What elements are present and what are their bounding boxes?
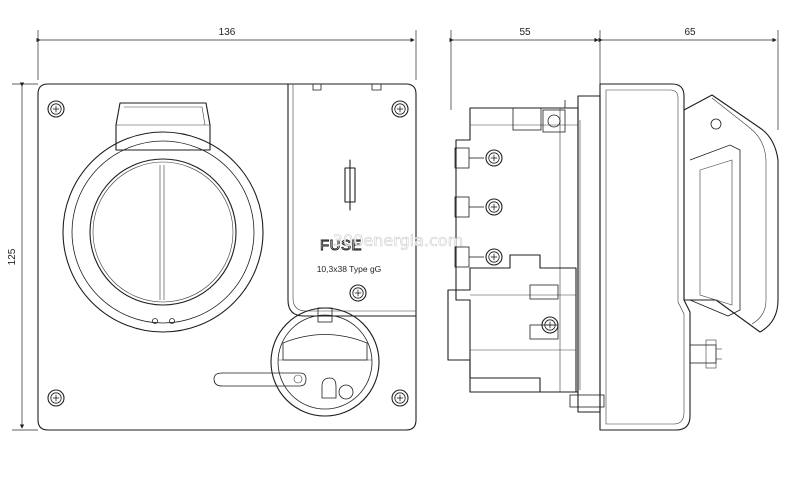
terminal-block-lower — [454, 246, 503, 268]
front-housing-outline — [37, 83, 417, 431]
screw-icon — [47, 100, 65, 118]
watermark-logo: 300energia.com — [333, 231, 463, 250]
dimension-label-depth-rear: 55 — [519, 27, 531, 38]
lever-slot — [213, 372, 307, 387]
fuse-title: FUSE — [320, 237, 362, 254]
side-view — [447, 83, 779, 431]
socket-outer-ring — [62, 131, 264, 333]
socket-lid-hinge — [115, 102, 211, 151]
screw-icon — [391, 389, 409, 407]
hinged-lid — [683, 94, 779, 333]
knob-profile — [689, 344, 717, 364]
switch-handle — [282, 334, 368, 361]
switch-module — [447, 254, 577, 393]
dimension-label-width: 136 — [219, 27, 236, 38]
dimension-label-height: 125 — [7, 248, 18, 265]
terminal-block-middle — [454, 196, 503, 218]
dimension-height-front: 125 — [7, 82, 38, 431]
front-view: FUSE 10,3x38 Type gG — [37, 83, 417, 431]
mounting-plate — [577, 95, 601, 413]
front-cover-profile — [599, 83, 691, 431]
screw-icon — [391, 100, 409, 118]
rotary-switch — [270, 307, 380, 417]
socket-face — [89, 158, 237, 306]
dimension-width-front: 136 — [36, 27, 417, 80]
dimension-label-depth-front: 65 — [684, 27, 696, 38]
dimension-depth-side: 55 65 — [449, 27, 779, 130]
screw-icon — [47, 389, 65, 407]
fuse-type-label: 10,3x38 Type gG — [317, 264, 382, 274]
screw-icon — [349, 284, 367, 302]
terminal-block-upper — [454, 147, 503, 169]
fuse-cover-outline — [287, 83, 417, 317]
